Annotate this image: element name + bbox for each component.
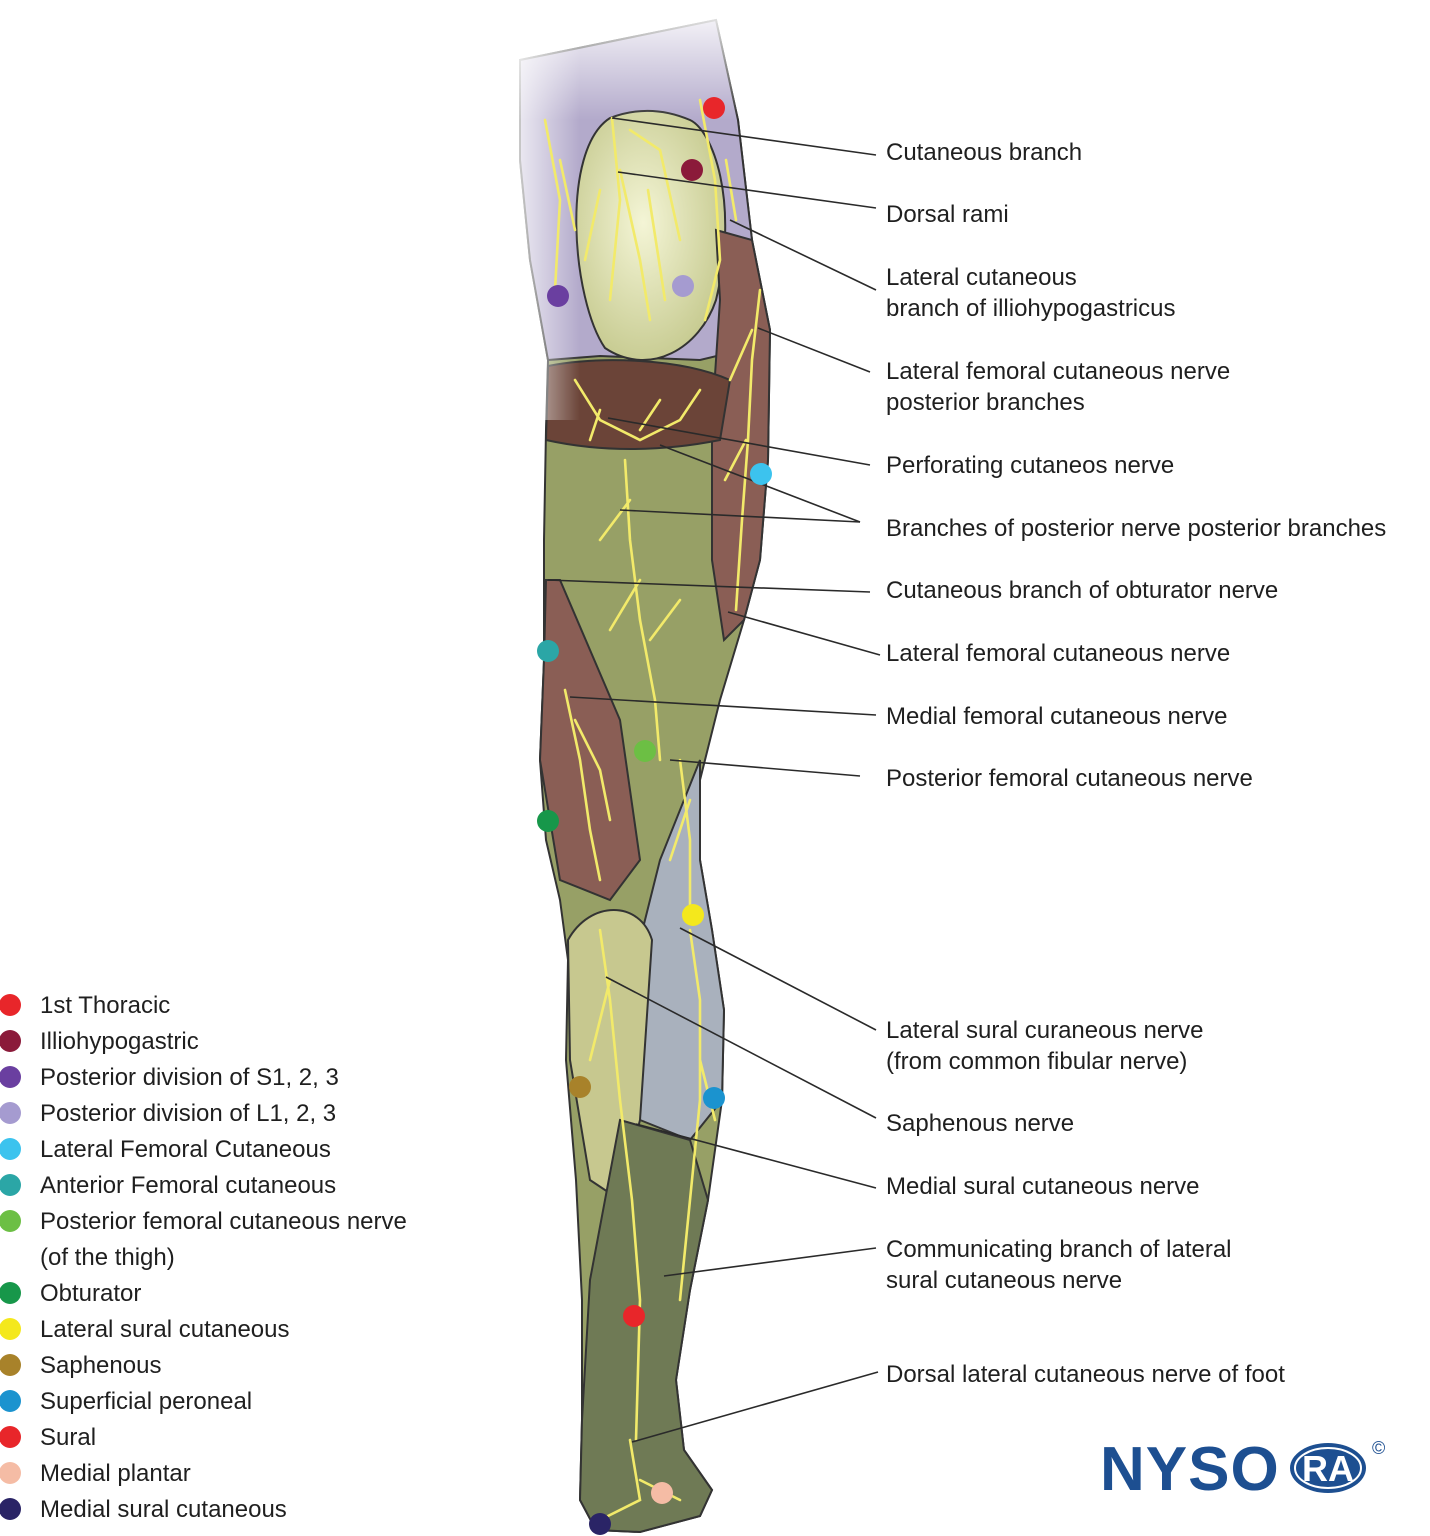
legend-dot [0, 1102, 21, 1124]
leader-dorsal-lateral-foot [631, 1371, 879, 1443]
marker-obturator [537, 810, 559, 832]
legend-label: Superficial peroneal [40, 1388, 253, 1415]
legend-label: Illiohypogastric [40, 1028, 199, 1055]
leader-dorsal-rami [617, 171, 877, 209]
label-perforating-cutaneos-nerve: Perforating cutaneos nerve [886, 452, 1175, 479]
marker-lateral-femoral-cutaneous [750, 463, 772, 485]
marker-1st-thoracic [703, 97, 725, 119]
leader-communicating-branch [663, 1247, 877, 1277]
marker-medial-sural-cutaneous [589, 1513, 611, 1535]
marker-posterior-s123 [547, 285, 569, 307]
label-medial-sural-cutaneous-nerve: Medial sural cutaneous nerve [886, 1173, 1200, 1200]
label-cutaneous-branch-obturator: Cutaneous branch of obturator nerve [886, 577, 1279, 604]
leader-posterior-femoral [669, 759, 861, 777]
legend-dot [0, 1138, 21, 1160]
legend-label: Medial plantar [40, 1460, 191, 1487]
marker-posterior-femoral-cutaneous [634, 740, 656, 762]
legend-dot [0, 1390, 21, 1412]
legend-label: Lateral sural cutaneous [40, 1316, 290, 1343]
label-medial-femoral-cutaneous-nerve: Medial femoral cutaneous nerve [886, 703, 1228, 730]
leader-obturator-branch [547, 579, 871, 593]
leader-lfcn-posterior [757, 327, 871, 373]
marker-posterior-l123 [672, 275, 694, 297]
legend-label: Medial sural cutaneous [40, 1496, 287, 1523]
legend-label: Posterior division of L1, 2, 3 [40, 1100, 337, 1127]
legend-dot [0, 1174, 21, 1196]
marker-illiohypogastric [681, 159, 703, 181]
legend-label: Posterior femoral cutaneous nerve [40, 1208, 407, 1235]
leader-lines [547, 117, 881, 1443]
leader-cutaneous-branch [611, 117, 877, 156]
label-dorsal-lateral-cutaneous-foot: Dorsal lateral cutaneous nerve of foot [886, 1361, 1285, 1388]
legend-label: Sural [40, 1424, 97, 1451]
leader-saphenous [605, 976, 877, 1119]
legend-label: Obturator [40, 1280, 142, 1307]
region-gluteal-fold [544, 359, 732, 450]
legend-dot [0, 1282, 21, 1304]
label-lateral-sural-cutaneous-nerve: Lateral sural curaneous nerve(from commo… [886, 1017, 1204, 1075]
leader-perforating [607, 417, 871, 466]
legend-label: Lateral Femoral Cutaneous [40, 1136, 331, 1163]
marker-superficial-peroneal [703, 1087, 725, 1109]
legend-label: Saphenous [40, 1352, 162, 1379]
leader-lateral-cutaneous-branch [729, 219, 877, 291]
marker-lateral-sural-cutaneous [682, 904, 704, 926]
legend-label: Anterior Femoral cutaneous [40, 1172, 337, 1199]
legend-dot [0, 1066, 21, 1088]
logo-badge-ring [1294, 1447, 1362, 1489]
legend-dot [0, 1318, 21, 1340]
logo-badge-shape [1290, 1443, 1366, 1493]
legend-dot [0, 1210, 21, 1232]
legend-sublabel: (of the thigh) [40, 1244, 175, 1271]
legend-label: Posterior division of S1, 2, 3 [40, 1064, 339, 1091]
legend-dot [0, 1426, 21, 1448]
marker-medial-plantar [651, 1482, 673, 1504]
legend-dot [0, 1354, 21, 1376]
legend-dot [0, 1462, 21, 1484]
leader-lateral-sural [679, 927, 877, 1031]
logo-text: NYSO [1100, 1435, 1280, 1498]
leader-lfcn [727, 611, 881, 656]
legend-dot [0, 1030, 21, 1052]
region-buttock-pale [575, 109, 727, 361]
legend-dot [0, 1498, 21, 1520]
leader-branches-posterior-a [619, 509, 861, 523]
label-branches-posterior-nerve: Branches of posterior nerve posterior br… [886, 515, 1387, 542]
label-cutaneous-branch: Cutaneous branch [886, 139, 1083, 166]
nysora-logo: NYSO RA © [1100, 1435, 1385, 1498]
label-lateral-femoral-cutaneous-nerve: Lateral femoral cutaneous nerve [886, 640, 1231, 667]
marker-saphenous [569, 1076, 591, 1098]
marker-anterior-femoral-cutaneous [537, 640, 559, 662]
region-back-knee [639, 759, 726, 1142]
copyright-mark: © [1372, 1438, 1385, 1458]
leader-medial-femoral [569, 696, 877, 716]
region-markers [537, 97, 772, 1535]
legend-label: 1st Thoracic [40, 992, 171, 1019]
marker-sural [623, 1305, 645, 1327]
legend-dot [0, 994, 21, 1016]
label-posterior-femoral-cutaneous-nerve: Posterior femoral cutaneous nerve [886, 765, 1253, 792]
logo-badge-text: RA [1302, 1448, 1354, 1489]
label-saphenous-nerve: Saphenous nerve [886, 1110, 1075, 1137]
label-dorsal-rami: Dorsal rami [886, 201, 1009, 228]
region-medial-thigh [538, 579, 642, 902]
leader-medial-sural [635, 1123, 877, 1189]
